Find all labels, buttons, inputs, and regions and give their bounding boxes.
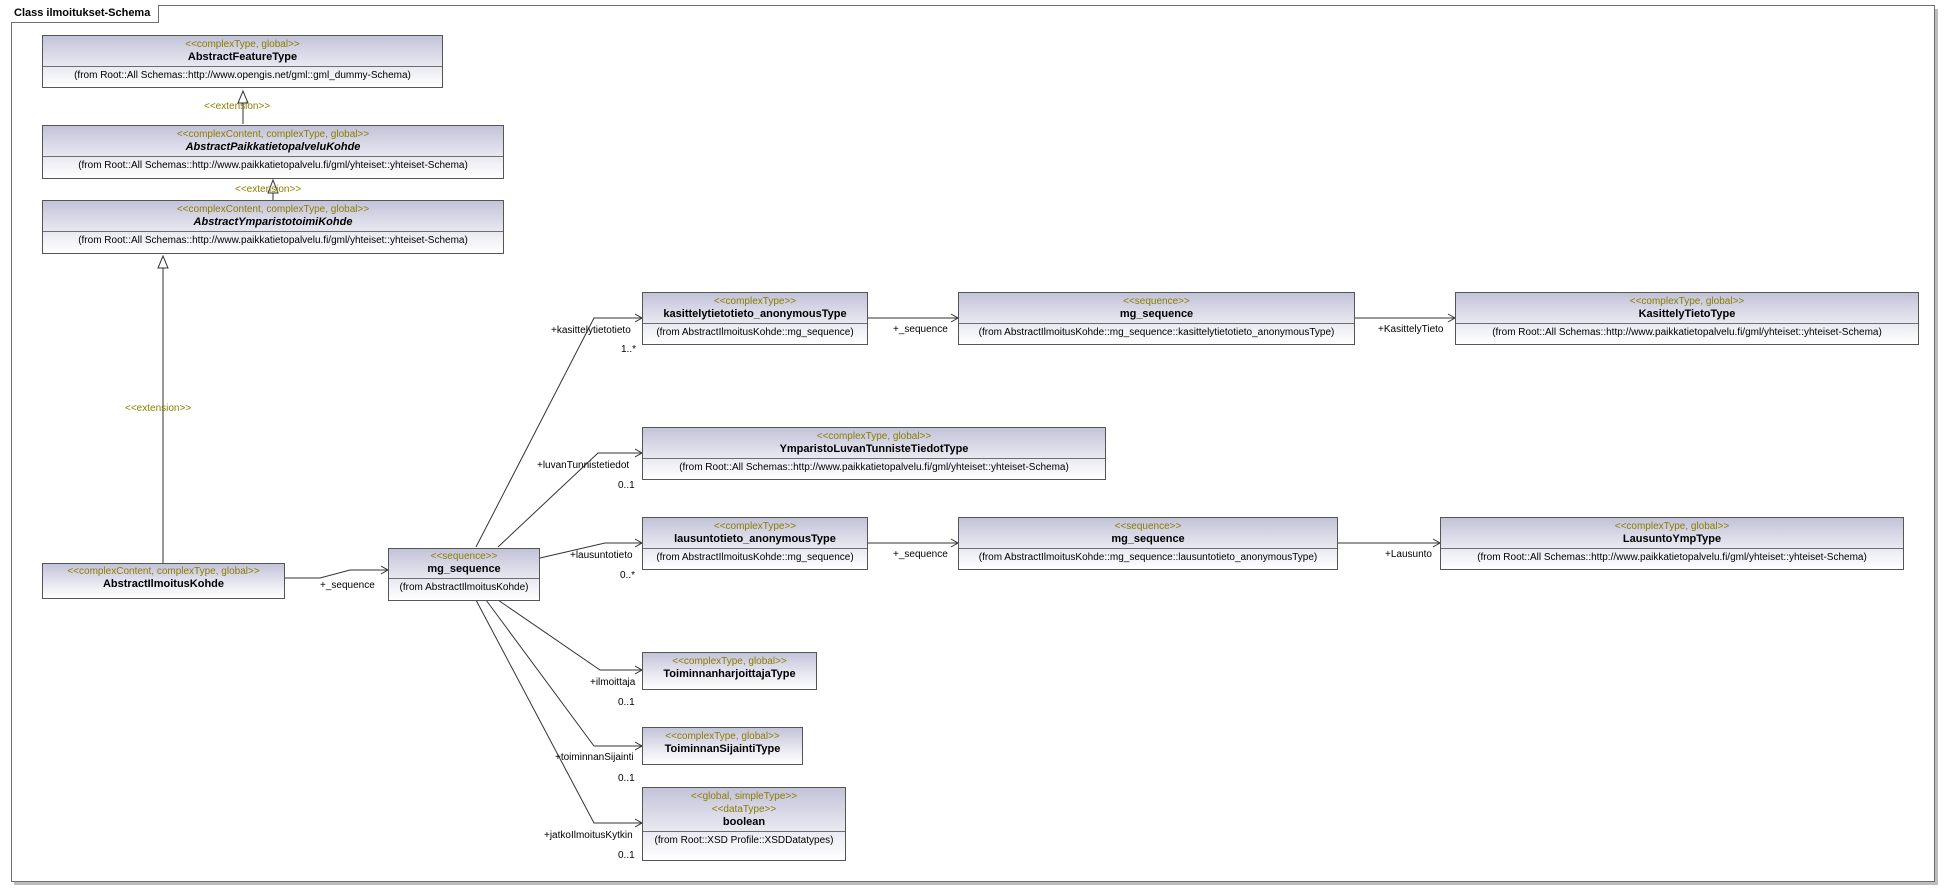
role-label: +luvanTunnistetiedot <box>537 460 630 471</box>
role-label: +Lausunto <box>1385 549 1432 560</box>
class-origin: (from Root::All Schemas::http://www.paik… <box>643 458 1105 474</box>
frame-shadow <box>14 882 1938 885</box>
class-origin: (from AbstractIlmoitusKohde::mg_sequence… <box>643 548 867 564</box>
stereotype-label: <<complexContent, complexType, global>> <box>67 566 260 577</box>
class-abstract-paikkatietopalvelu-kohde[interactable]: <<complexContent, complexType, global>> … <box>42 125 507 182</box>
association-line <box>485 599 642 747</box>
diagram-title: Class ilmoitukset-Schema <box>11 5 160 23</box>
class-name: AbstractFeatureType <box>187 51 298 63</box>
role-label: +kasittelytietotieto <box>551 325 631 336</box>
stereotype-label: <<complexType, global>> <box>665 731 780 742</box>
class-name: boolean <box>722 816 766 828</box>
class-origin: (from Root::All Schemas::http://www.paik… <box>43 156 503 172</box>
class-toiminnan-sijainti-type[interactable]: <<complexType, global>> ToiminnanSijaint… <box>642 727 806 768</box>
class-name: AbstractPaikkatietopalveluKohde <box>185 141 361 153</box>
stereotype-label: <<complexType, global>> <box>816 431 932 442</box>
class-name: AbstractIlmoitusKohde <box>102 578 224 590</box>
stereotype-label: <<sequence>> <box>1123 296 1190 307</box>
class-lausuntotieto-anonymous-type[interactable]: <<complexType>> lausuntotieto_anonymousT… <box>642 517 871 573</box>
association-line <box>497 452 642 548</box>
stereotype-label: <<complexContent, complexType, global>> <box>176 129 370 140</box>
generalization-arrowhead <box>237 89 249 104</box>
class-name: lausuntotieto_anonymousType <box>674 533 836 545</box>
class-origin: (from AbstractIlmoitusKohde::mg_sequence… <box>643 323 867 339</box>
role-label: +jatkoIlmoitusKytkin <box>544 830 633 841</box>
role-label: +KasittelyTieto <box>1378 324 1444 335</box>
role-label: +_sequence <box>893 549 948 560</box>
association-line <box>539 542 642 559</box>
diagram-frame <box>11 5 1935 882</box>
extension-label: <<extension>> <box>125 403 192 414</box>
generalization-arrowhead <box>157 254 169 269</box>
extension-label: <<extension>> <box>235 184 302 195</box>
association-line <box>475 317 642 548</box>
class-name: mg_sequence <box>427 563 501 575</box>
class-boolean[interactable]: <<global, simpleType>> <<dataType>> bool… <box>642 787 849 864</box>
class-mg-sequence-kasittely[interactable]: <<sequence>> mg_sequence (from AbstractI… <box>958 292 1358 348</box>
multiplicity-label: 1..* <box>621 344 637 355</box>
multiplicity-label: 0..1 <box>618 773 635 784</box>
stereotype-label: <<complexType>> <box>713 296 797 307</box>
role-label: +_sequence <box>320 580 375 591</box>
multiplicity-label: 0..1 <box>618 850 635 861</box>
class-origin: (from AbstractIlmoitusKohde::mg_sequence… <box>959 323 1354 339</box>
stereotype-label: <<global, simpleType>> <box>690 791 798 802</box>
class-kasittelytietotieto-anonymous-type[interactable]: <<complexType>> kasittelytietotieto_anon… <box>642 292 871 348</box>
class-origin: (from Root::XSD Profile::XSDDatatypes) <box>643 831 845 847</box>
stereotype-label: <<sequence>> <box>430 551 498 562</box>
class-mg-sequence-lausunto[interactable]: <<sequence>> mg_sequence (from AbstractI… <box>958 517 1341 573</box>
multiplicity-label: 0..1 <box>618 697 635 708</box>
role-label: +_sequence <box>893 324 948 335</box>
stereotype-label: <<complexType, global>> <box>185 39 300 50</box>
class-abstract-feature-type[interactable]: <<complexType, global>> AbstractFeatureT… <box>42 35 446 91</box>
stereotype-label: <<complexType>> <box>713 521 797 532</box>
class-name: kasittelytietotieto_anonymousType <box>663 308 847 320</box>
class-origin: (from Root::All Schemas::http://www.paik… <box>1441 548 1903 564</box>
class-kasittely-tieto-type[interactable]: <<complexType, global>> KasittelyTietoTy… <box>1455 292 1922 348</box>
class-name: mg_sequence <box>1119 308 1194 320</box>
class-name: ToiminnanharjoittajaType <box>663 668 796 680</box>
class-ymparisto-luvan-tunniste-tiedot-type[interactable]: <<complexType, global>> YmparistoLuvanTu… <box>642 427 1109 483</box>
association-line <box>285 569 388 579</box>
stereotype-label: <<sequence>> <box>1114 521 1182 532</box>
stereotype-label: <<dataType>> <box>711 804 777 815</box>
class-name: mg_sequence <box>1111 533 1185 545</box>
class-name: AbstractYmparistotoimiKohde <box>193 216 353 228</box>
class-mg-sequence-main[interactable]: <<sequence>> mg_sequence (from AbstractI… <box>388 548 543 604</box>
class-origin: (from Root::All Schemas::http://www.open… <box>43 66 442 82</box>
association-line <box>497 599 642 671</box>
role-label: +ilmoittaja <box>590 677 636 688</box>
class-origin: (from AbstractIlmoitusKohde) <box>389 578 539 594</box>
stereotype-label: <<complexContent, complexType, global>> <box>176 204 370 215</box>
class-abstract-ymparistotoimi-kohde[interactable]: <<complexContent, complexType, global>> … <box>42 200 507 257</box>
class-toiminnanharjoittaja-type[interactable]: <<complexType, global>> Toiminnanharjoit… <box>642 652 820 693</box>
stereotype-label: <<complexType, global>> <box>1614 521 1730 532</box>
frame-shadow <box>1935 9 1938 885</box>
association-line <box>475 599 642 824</box>
class-origin: (from Root::All Schemas::http://www.paik… <box>43 231 503 247</box>
stereotype-label: <<complexType, global>> <box>1629 296 1745 307</box>
class-name: ToiminnanSijaintiType <box>664 743 781 755</box>
role-label: +toiminnanSijainti <box>555 752 634 763</box>
class-abstract-ilmoitus-kohde[interactable]: <<complexContent, complexType, global>> … <box>42 563 288 602</box>
extension-label: <<extension>> <box>204 101 271 112</box>
class-origin: (from AbstractIlmoitusKohde::mg_sequence… <box>959 548 1337 564</box>
class-name: YmparistoLuvanTunnisteTiedotType <box>779 443 969 455</box>
multiplicity-label: 0..1 <box>618 480 635 491</box>
generalization-arrowhead <box>267 178 279 194</box>
multiplicity-label: 0..* <box>620 570 636 581</box>
role-label: +lausuntotieto <box>570 550 633 561</box>
class-name: LausuntoYmpType <box>1622 533 1722 545</box>
class-origin: (from Root::All Schemas::http://www.paik… <box>1456 323 1918 339</box>
class-lausunto-ymp-type[interactable]: <<complexType, global>> LausuntoYmpType … <box>1440 517 1907 573</box>
class-name: KasittelyTietoType <box>1638 308 1736 320</box>
stereotype-label: <<complexType, global>> <box>672 656 787 667</box>
